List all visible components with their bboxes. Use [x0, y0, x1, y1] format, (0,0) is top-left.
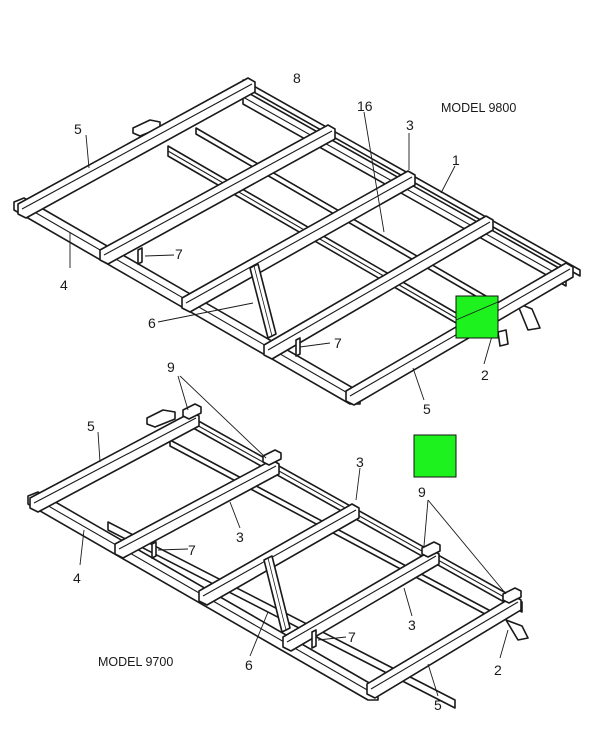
- end-bracket: [497, 329, 509, 347]
- bracket-left-bottom: [151, 541, 157, 559]
- callout-5-upper-bottom: 5: [87, 418, 95, 434]
- callout-16: 16: [357, 98, 373, 114]
- main-rail-2: [99, 124, 336, 265]
- rail-5-bottom: [366, 595, 522, 699]
- bracket-left: [137, 247, 143, 265]
- highlight-marker-bottom: [413, 434, 457, 478]
- bracket-right: [295, 337, 301, 357]
- bracket-right-bottom: [311, 629, 317, 649]
- callout-5-lower: 5: [423, 401, 431, 417]
- rail-1-bottom: [29, 411, 200, 513]
- mount-tab-front: [516, 302, 541, 331]
- main-rail-4: [263, 215, 494, 360]
- main-rail-1: [17, 77, 256, 219]
- callout-9-lower: 9: [418, 484, 426, 500]
- callout-7-left: 7: [175, 246, 183, 262]
- mount-tab-front-bottom: [505, 619, 529, 641]
- end-clip-4: [502, 587, 522, 604]
- callout-7-right: 7: [334, 335, 342, 351]
- callout-2-bottom: 2: [494, 662, 502, 678]
- end-clip-2: [262, 449, 282, 466]
- model-label-9800: MODEL 9800: [441, 101, 516, 115]
- callout-9-upper: 9: [167, 359, 175, 375]
- end-clip-3: [421, 541, 441, 558]
- rail-4-bottom: [282, 549, 440, 652]
- main-rail-3: [181, 170, 416, 313]
- callout-4: 4: [60, 277, 68, 293]
- rail-2-bottom: [114, 459, 280, 559]
- callout-2: 2: [481, 367, 489, 383]
- callout-3-lower-bottom: 3: [408, 617, 416, 633]
- callout-6-bottom: 6: [245, 657, 253, 673]
- callout-6: 6: [148, 315, 156, 331]
- callout-5-upper: 5: [74, 121, 82, 137]
- mount-tab-rear-bottom: [146, 409, 176, 428]
- callout-3: 3: [406, 117, 414, 133]
- callout-1: 1: [452, 152, 460, 168]
- model-label-9700: MODEL 9700: [98, 655, 173, 669]
- frame-assembly-model-9700: 9 5 3 3 9 4 7 6 3 7 2 5 MODEL 9700: [27, 359, 529, 713]
- frame-assembly-model-9800: 8 16 5 3 1 4 7 6 7 2 5 MODEL 9800: [13, 70, 581, 417]
- callout-8: 8: [293, 70, 301, 86]
- callout-4-bottom: 4: [73, 570, 81, 586]
- callout-3-middle-bottom: 3: [236, 529, 244, 545]
- callout-3-upper-bottom: 3: [356, 454, 364, 470]
- callout-7-left-bottom: 7: [188, 542, 196, 558]
- callout-7-right-bottom: 7: [348, 629, 356, 645]
- rail-3-bottom: [198, 503, 360, 606]
- callout-5-lower-bottom: 5: [434, 697, 442, 713]
